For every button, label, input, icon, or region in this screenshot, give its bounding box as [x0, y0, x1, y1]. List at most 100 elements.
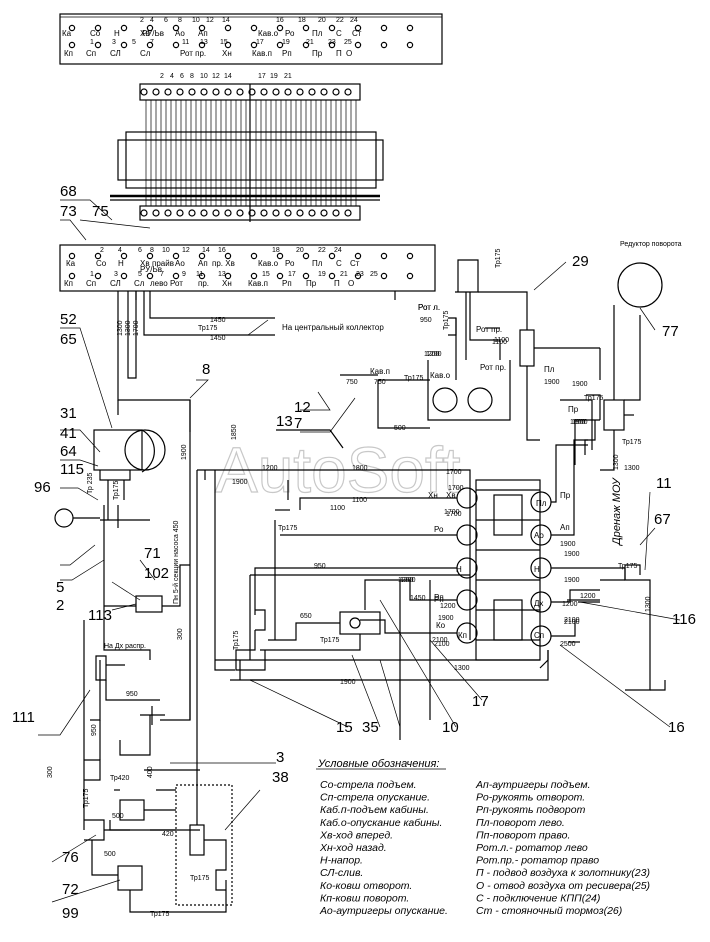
- callout-number: 115: [60, 461, 84, 478]
- port-hole: [406, 272, 414, 280]
- pipe-length-label: 1900: [560, 541, 576, 548]
- port-hole: [120, 41, 128, 49]
- pipe-length-label: 2100: [564, 617, 580, 624]
- panel2-lower-label: СЛ: [110, 279, 121, 288]
- callout-number: 17: [472, 693, 489, 710]
- top-panel-upper-label: Пл: [312, 29, 323, 38]
- valve-number: 1300: [624, 465, 640, 472]
- panel2-port-number: 2: [100, 247, 104, 254]
- port-hole: [328, 41, 336, 49]
- port-hole: [328, 272, 336, 280]
- valve-bottom-fitting: [308, 209, 316, 217]
- port-hole: [276, 272, 284, 280]
- legend-item: Сп-стрела опускание.: [320, 792, 430, 804]
- pipe-length-label: 1850: [231, 424, 238, 440]
- valve-number: 1200: [426, 351, 442, 358]
- port-hole: [172, 24, 180, 32]
- top-panel-lower-label: Кп: [64, 49, 73, 58]
- port-hole: [224, 252, 232, 260]
- pipe-length-label: 950: [314, 563, 326, 570]
- panel2-upper-label: Кав.о: [258, 259, 279, 268]
- top-panel-upper-label: Ст: [352, 29, 362, 38]
- valve-top-fitting: [188, 88, 196, 96]
- port-hole: [380, 24, 388, 32]
- pipe-length-label: 500: [104, 851, 116, 858]
- second-connection-panel: [59, 244, 436, 292]
- top-panel-upper-label: РУ/Ьв: [142, 29, 164, 38]
- valve-label: Рот пр.: [476, 325, 502, 334]
- legend-item: Кп-ковш поворот.: [320, 892, 409, 904]
- pipe-length-label: Тр175: [584, 395, 604, 402]
- top-panel-upper-label: Ап: [198, 29, 208, 38]
- legend-item: Рот.л.- ротатор лево: [476, 842, 588, 854]
- legend-item: Хв-ход вперед.: [319, 829, 393, 841]
- panel2-lower-label: лево: [150, 279, 168, 288]
- port-hole: [380, 272, 388, 280]
- top-panel-port-number: 19: [282, 39, 290, 46]
- valve-block-number: 10: [200, 73, 208, 80]
- top-panel-port-number: 15: [220, 39, 228, 46]
- port-hole: [276, 24, 284, 32]
- pipe-length-label: 950: [91, 724, 98, 736]
- valve-bottom-fitting: [212, 209, 220, 217]
- drainage-label: Дренаж МОУ: [611, 477, 623, 547]
- pipe-length-label: 1100: [330, 505, 345, 512]
- legend-item: Пп-поворот право.: [476, 829, 570, 841]
- legend-item: Хн-ход назад.: [319, 842, 387, 854]
- panel2-port-number: 17: [288, 271, 296, 278]
- callout-number: 99: [62, 905, 79, 922]
- port-hole: [120, 272, 128, 280]
- valve-number: 2100: [434, 641, 450, 648]
- valve-block-number: 8: [190, 73, 194, 80]
- callout-number: 8: [202, 361, 210, 378]
- top-panel-lower-label: Рп: [282, 49, 292, 58]
- pipe-length-label: Тр175: [113, 480, 120, 500]
- valve-top-fitting: [152, 88, 160, 96]
- top-panel-upper-label: Н: [114, 29, 120, 38]
- pipe-length-label: Тр175: [320, 637, 340, 644]
- panel2-lower-label: Хн: [222, 279, 232, 288]
- pipe-length-label: Тр175: [150, 911, 170, 918]
- port-hole: [198, 24, 206, 32]
- top-panel-lower-label: Сп: [86, 49, 96, 58]
- port-hole: [276, 41, 284, 49]
- port-hole: [68, 24, 76, 32]
- port-hole: [250, 41, 258, 49]
- valve-block-number: 2: [160, 73, 164, 80]
- pipe-length-label: Тр420: [110, 775, 130, 782]
- valve-top-fitting: [308, 88, 316, 96]
- panel2-upper-label: Со: [96, 259, 107, 268]
- pipe-length-label: 1200: [262, 465, 278, 472]
- pipe-length-label: 300: [47, 766, 54, 778]
- panel2-upper-label: Н: [118, 259, 124, 268]
- port-hole: [146, 272, 154, 280]
- callout-number: 75: [92, 203, 109, 220]
- panel2-upper-label: пр. Хв: [212, 259, 235, 268]
- top-connection-panel: [59, 13, 443, 65]
- top-panel-lower-label: Хн: [222, 49, 232, 58]
- panel2-upper-label: Хв: [140, 259, 150, 268]
- pipe-length-label: 1300: [613, 454, 620, 470]
- legend-item: Ко-ковш отворот.: [320, 880, 412, 892]
- legend-item: Ст - стояночный тормоз(26): [476, 905, 622, 917]
- pipe-length-label: 2100: [432, 637, 448, 644]
- valve-top-fitting: [140, 88, 148, 96]
- pipe-length-label: 1900: [572, 381, 588, 388]
- valve-label: Рп: [434, 593, 444, 602]
- callout-number: 13: [276, 413, 293, 430]
- port-hole: [406, 24, 414, 32]
- valve-block-number: 4: [170, 73, 174, 80]
- valve-number: 1200: [562, 601, 578, 608]
- pipe-length-label: 1700: [133, 320, 140, 336]
- pipe-length-label: Тр175: [404, 375, 424, 382]
- port-hole: [94, 252, 102, 260]
- pipe-length-label: 1800: [352, 465, 368, 472]
- top-panel-upper-label: Хв: [140, 29, 150, 38]
- panel2-port-number: 5: [138, 271, 142, 278]
- top-panel-port-number: 2: [140, 17, 144, 24]
- callout-number: 76: [62, 849, 79, 866]
- callout-number: 116: [672, 611, 696, 628]
- panel2-port-number: 1: [90, 271, 94, 278]
